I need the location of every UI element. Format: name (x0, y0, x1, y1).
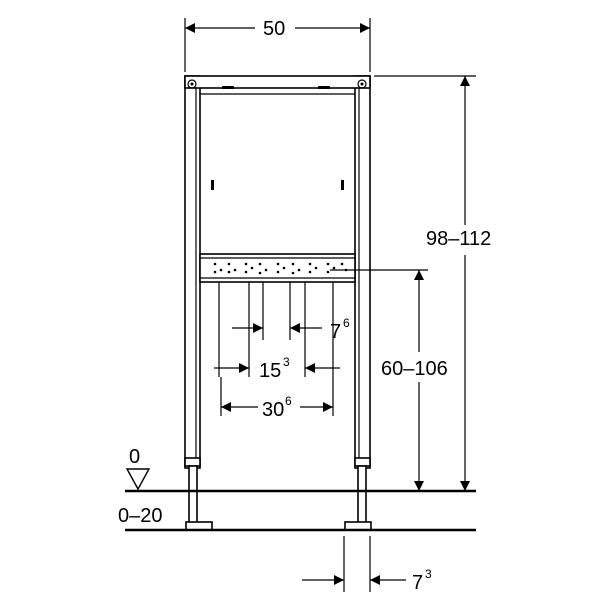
frame (184, 75, 372, 531)
connection-extension-lines (218, 282, 334, 416)
right-foot (357, 465, 367, 525)
top-crossbar (184, 75, 371, 89)
floor-adjustment-label: 0–20 (118, 505, 163, 527)
spacing-large-sup: 6 (285, 394, 292, 408)
rail-holes (213, 262, 348, 275)
spacing-medium-sup: 3 (283, 355, 290, 369)
right-collar (354, 457, 371, 467)
bolt-icon (357, 79, 367, 89)
floor-reference-label: 0 (129, 446, 140, 468)
mounting-rail (199, 253, 356, 283)
spacing-small-label: 7 (330, 321, 341, 343)
foot-offset-sup: 3 (425, 567, 432, 581)
spacing-medium-label: 15 (259, 360, 281, 382)
left-collar (184, 457, 201, 467)
right-post (354, 75, 371, 469)
connection-height-label: 60–106 (381, 358, 448, 380)
spacing-large-label: 30 (262, 399, 284, 421)
bolt-icon (187, 79, 197, 89)
spacing-small-sup: 6 (343, 316, 350, 330)
level-reference-icon (125, 468, 151, 491)
frame-width-label: 50 (263, 18, 285, 40)
foot-offset-label: 7 (412, 572, 423, 594)
total-height-label: 98–112 (426, 228, 491, 250)
left-foot (188, 465, 198, 525)
left-post (184, 75, 201, 469)
